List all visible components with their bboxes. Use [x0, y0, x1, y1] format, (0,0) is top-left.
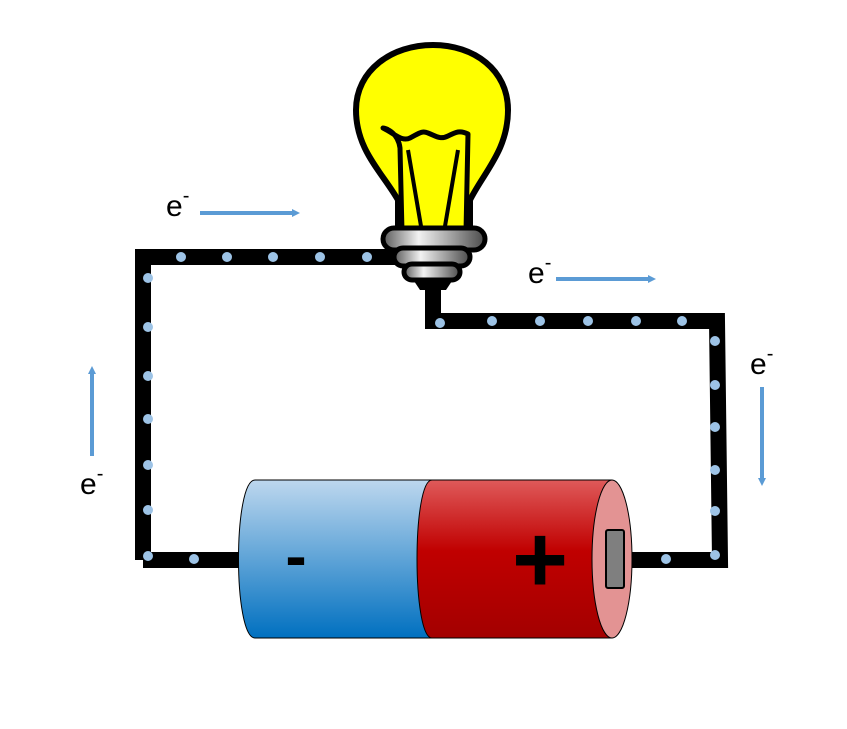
electron-symbol: e: [166, 190, 183, 223]
bulb-glass: [353, 42, 511, 239]
light-bulb-icon: [353, 42, 511, 290]
electron: [143, 551, 153, 561]
electron: [487, 316, 497, 326]
electron: [710, 422, 720, 432]
bulb-base-ring-3: [401, 261, 463, 283]
electron-charge: -: [97, 463, 104, 485]
battery-positive-sign: +: [512, 506, 568, 613]
bulb-base-tip: [412, 278, 454, 290]
electron: [583, 316, 593, 326]
svg-text:e-: e-: [80, 463, 103, 501]
electron: [661, 554, 671, 564]
electron: [710, 506, 720, 516]
electron-label-right: e-: [750, 343, 773, 381]
electron-symbol: e: [80, 468, 97, 501]
electron: [315, 252, 325, 262]
electron: [631, 316, 641, 326]
electron-symbol: e: [528, 257, 545, 290]
bulb-filament: [380, 125, 471, 233]
electron-charge: -: [767, 343, 774, 365]
wire-right: [425, 290, 729, 568]
electron-symbol: e: [750, 348, 767, 381]
electron-charge: -: [183, 185, 190, 207]
electron: [710, 550, 720, 560]
battery-terminal: [605, 529, 625, 589]
electron: [710, 465, 720, 475]
electron: [535, 316, 545, 326]
electrons: [143, 252, 720, 564]
electron: [189, 554, 199, 564]
electron-label-top-right: e-: [528, 252, 551, 290]
electron: [143, 322, 153, 332]
electron: [143, 460, 153, 470]
electron: [222, 252, 232, 262]
electron: [268, 252, 278, 262]
svg-text:e-: e-: [528, 252, 551, 290]
electron: [176, 252, 186, 262]
electron: [143, 273, 153, 283]
electron: [435, 318, 445, 328]
battery-negative-body: [238, 479, 433, 639]
battery-positive-body: [416, 479, 613, 639]
electron: [143, 505, 153, 515]
battery-negative-sign: -: [285, 520, 306, 592]
electron-label-left: e-: [80, 463, 103, 501]
svg-text:e-: e-: [750, 343, 773, 381]
electron: [677, 316, 687, 326]
bulb-filament-inner: [406, 149, 460, 233]
electron: [362, 252, 372, 262]
electron-charge: -: [545, 252, 552, 274]
wire-left: [135, 249, 398, 560]
electron: [143, 371, 153, 381]
flow-arrows: [88, 209, 766, 486]
electron: [710, 380, 720, 390]
electron: [710, 336, 720, 346]
battery-icon: - +: [238, 479, 633, 639]
svg-text:e-: e-: [166, 185, 189, 223]
electron: [143, 414, 153, 424]
electron-label-top-left: e-: [166, 185, 189, 223]
